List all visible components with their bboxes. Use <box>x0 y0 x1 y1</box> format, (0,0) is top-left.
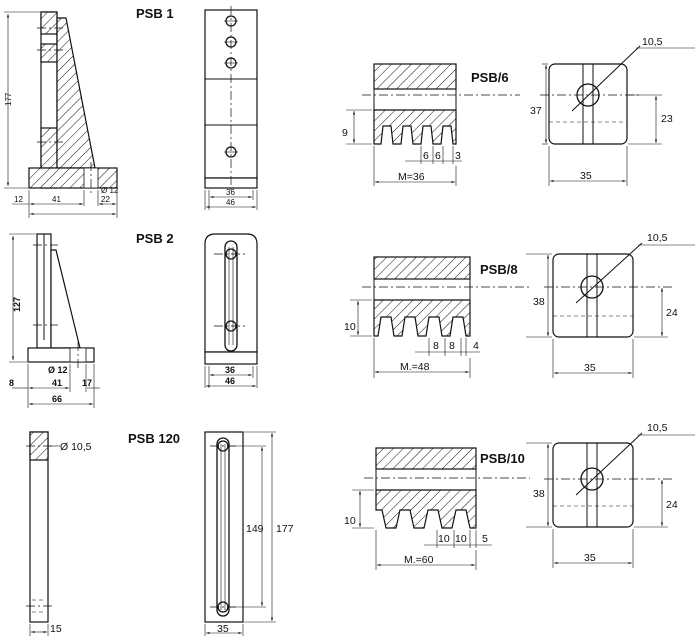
psb2-side-view <box>27 233 95 370</box>
psb6-width-dim: 35 <box>580 170 592 182</box>
psb10-module-dim: M.=60 <box>404 554 434 566</box>
psb120-height-inner-dim: 149 <box>246 523 264 535</box>
psb6-offset-dim: 23 <box>661 113 673 125</box>
psb8-width-dim: 35 <box>584 362 596 374</box>
psb2-height-dim: 127 <box>12 297 22 312</box>
psb8-end-view <box>544 242 672 338</box>
psb1-front-view <box>204 6 258 192</box>
psb10-pitch-b-dim: 10 <box>455 533 467 545</box>
psb1-drawing: PSB 1 177 12 41 22 Ø 12 <box>4 6 258 218</box>
psb1-hole-dim: Ø 12 <box>101 186 119 195</box>
psb1-width-outer-dim: 46 <box>226 198 235 207</box>
psb8-module-dim: M.=48 <box>400 361 430 373</box>
psb6-drawing: PSB/6 9 6 6 3 M=36 <box>342 36 695 186</box>
psb120-hole-dim: Ø 10,5 <box>60 441 92 453</box>
psb8-rack-view <box>362 256 530 337</box>
psb1-base-left-dim: 12 <box>14 195 23 204</box>
psb10-edge-dim: 5 <box>482 533 488 545</box>
psb2-width-inner-dim: 36 <box>225 365 235 375</box>
psb10-height-dim: 38 <box>533 488 545 500</box>
psb120-drawing: PSB 120 Ø 10,5 15 14 <box>26 431 294 636</box>
psb10-rack-view <box>364 447 530 529</box>
psb1-base-mid-dim: 41 <box>52 195 61 204</box>
psb2-drawing: PSB 2 127 8 41 17 66 Ø 12 <box>9 231 258 408</box>
psb6-end-view <box>540 45 641 145</box>
psb10-offset-dim: 24 <box>666 499 678 511</box>
psb10-drawing: PSB/10 10 10 10 5 M.=60 <box>344 422 695 570</box>
psb6-title: PSB/6 <box>471 70 509 85</box>
psb8-pitch-b-dim: 8 <box>449 340 455 352</box>
psb120-front-view <box>204 431 244 623</box>
psb6-tooth-height-dim: 9 <box>342 127 348 139</box>
psb120-height-total-dim: 177 <box>276 523 294 535</box>
psb120-width-dim: 35 <box>217 623 229 635</box>
psb120-title: PSB 120 <box>128 431 180 446</box>
psb6-rack-view <box>362 63 520 145</box>
psb2-title: PSB 2 <box>136 231 174 246</box>
psb2-base-total-dim: 66 <box>52 394 62 404</box>
psb8-height-dim: 38 <box>533 296 545 308</box>
psb10-width-dim: 35 <box>584 552 596 564</box>
psb1-base-right-dim: 22 <box>101 195 110 204</box>
psb1-width-inner-dim: 36 <box>226 188 235 197</box>
psb8-hole-dim: 10,5 <box>647 232 668 244</box>
psb10-tooth-height-dim: 10 <box>344 515 356 527</box>
psb8-tooth-height-dim: 10 <box>344 321 356 333</box>
psb10-pitch-a-dim: 10 <box>438 533 450 545</box>
psb6-height-dim: 37 <box>530 105 542 117</box>
psb1-height-dim: 177 <box>4 92 13 106</box>
psb8-edge-dim: 4 <box>473 340 479 352</box>
psb10-hole-dim: 10,5 <box>647 422 668 434</box>
psb8-offset-dim: 24 <box>666 307 678 319</box>
psb2-base-right-dim: 17 <box>82 378 92 388</box>
psb2-base-mid-dim: 41 <box>52 378 62 388</box>
psb1-title: PSB 1 <box>136 6 174 21</box>
psb8-drawing: PSB/8 10 8 8 4 M.=48 <box>344 232 695 378</box>
psb120-side-view <box>26 431 55 623</box>
psb6-module-dim: M=36 <box>398 171 425 183</box>
psb8-title: PSB/8 <box>480 262 518 277</box>
psb6-pitch-b-dim: 6 <box>435 150 441 162</box>
psb10-end-view <box>544 432 672 528</box>
psb10-title: PSB/10 <box>480 451 525 466</box>
psb2-base-left-dim: 8 <box>9 378 14 388</box>
psb6-pitch-a-dim: 6 <box>423 150 429 162</box>
psb2-hole-dim: Ø 12 <box>48 365 68 375</box>
psb8-pitch-a-dim: 8 <box>433 340 439 352</box>
psb2-width-outer-dim: 46 <box>225 376 235 386</box>
psb2-front-view <box>204 233 258 365</box>
psb6-hole-dim: 10,5 <box>642 36 663 48</box>
psb120-thickness-dim: 15 <box>50 623 62 635</box>
psb1-side-view <box>28 11 118 196</box>
psb6-edge-dim: 3 <box>455 150 461 162</box>
